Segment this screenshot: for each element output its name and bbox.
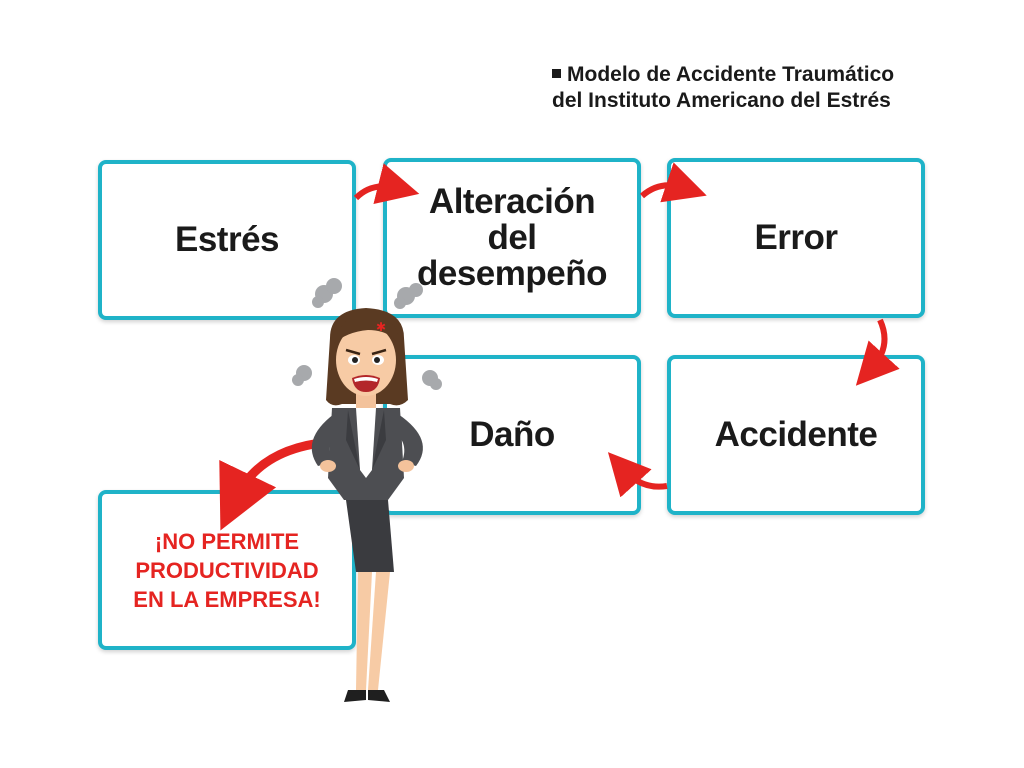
step-accidente-label: Accidente	[714, 415, 878, 454]
outcome-line-2: PRODUCTIVIDAD	[135, 557, 319, 583]
arrow-estres-to-alteracion	[353, 163, 420, 205]
outcome-label: ¡NO PERMITE PRODUCTIVIDAD EN LA EMPRESA!	[133, 527, 320, 614]
step-alteracion-line-2: del	[487, 218, 537, 257]
arrow-accidente-to-dano	[607, 452, 668, 498]
title-line-2: del Instituto Americano del Estrés	[552, 89, 891, 112]
step-alteracion-label: Alteración del desempeño	[417, 182, 608, 293]
steam-puff-icon	[292, 278, 442, 390]
anger-vein-icon: ✱	[376, 320, 386, 334]
step-estres: Estrés	[98, 160, 356, 320]
arrow-error-to-accidente	[855, 318, 900, 386]
step-alteracion-line-3: desempeño	[417, 254, 608, 293]
step-dano-label: Daño	[469, 415, 555, 454]
outcome-line-3: EN LA EMPRESA!	[133, 586, 321, 612]
diagram-title: Modelo de Accidente Traumático del Insti…	[552, 62, 992, 114]
step-error-label: Error	[754, 218, 838, 257]
step-alteracion-line-1: Alteración	[428, 182, 596, 221]
step-error: Error	[667, 158, 925, 318]
step-estres-label: Estrés	[174, 220, 280, 259]
step-alteracion-desempeno: Alteración del desempeño	[383, 158, 641, 318]
outcome-line-1: ¡NO PERMITE	[154, 528, 300, 554]
step-dano: Daño	[383, 355, 641, 515]
stressed-businesswoman-illustration: ✱	[292, 278, 442, 702]
bullet-icon	[552, 69, 561, 78]
arrow-alteracion-to-error	[640, 162, 707, 203]
title-line-1: Modelo de Accidente Traumático	[567, 63, 895, 86]
